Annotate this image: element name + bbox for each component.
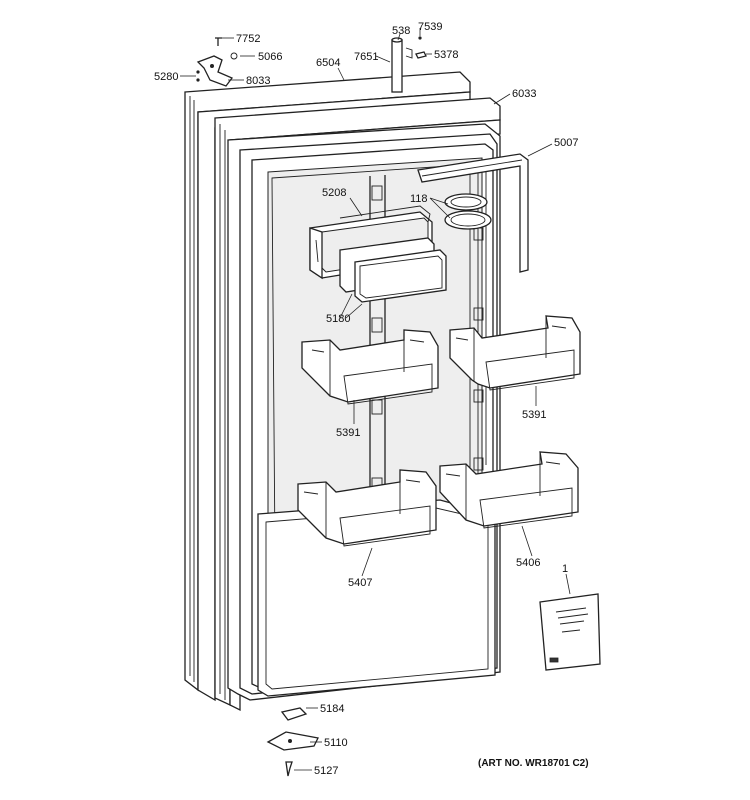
callout-6504: 6504 [316,57,340,69]
callout-5208: 5208 [322,187,346,199]
callout-5391-right: 5391 [522,409,546,421]
callout-5007: 5007 [554,137,578,149]
door-bin-lower-right [439,451,579,529]
bottom-hinge-hardware [266,707,319,777]
callout-5127: 5127 [314,765,338,777]
callout-5391-left: 5391 [336,427,360,439]
callout-leader-lines [180,28,571,771]
dairy-door-panels [339,237,447,303]
callout-1: 1 [562,563,568,575]
light-cover-parts [444,193,492,230]
callout-7752: 7752 [236,33,260,45]
callout-8033: 8033 [246,75,270,87]
callout-5407: 5407 [348,577,372,589]
art-number: (ART NO. WR18701 C2) [478,758,589,769]
door-bin-upper-left [301,329,439,405]
callout-7539: 7539 [418,21,442,33]
callout-5110: 5110 [324,737,348,749]
callout-5280: 5280 [154,71,178,83]
callout-7651: 7651 [354,51,378,63]
callout-538: 538 [392,25,410,37]
owners-manual-booklet [539,593,601,671]
callout-5066: 5066 [258,51,282,63]
callout-6033: 6033 [512,88,536,100]
callout-5180: 5180 [326,313,350,325]
callout-5406: 5406 [516,557,540,569]
hinge-pin-assembly [391,36,427,93]
door-bin-lower-left [297,469,437,547]
door-bin-upper-right [449,315,581,391]
top-gasket-strip [417,153,529,273]
callout-5184: 5184 [320,703,344,715]
callout-5378: 5378 [434,49,458,61]
callout-118: 118 [410,193,428,205]
door-gasket [257,499,496,697]
callout-labels: 7752 5066 5280 8033 6504 7651 538 7539 5… [154,21,578,777]
top-hinge-hardware [196,37,238,87]
